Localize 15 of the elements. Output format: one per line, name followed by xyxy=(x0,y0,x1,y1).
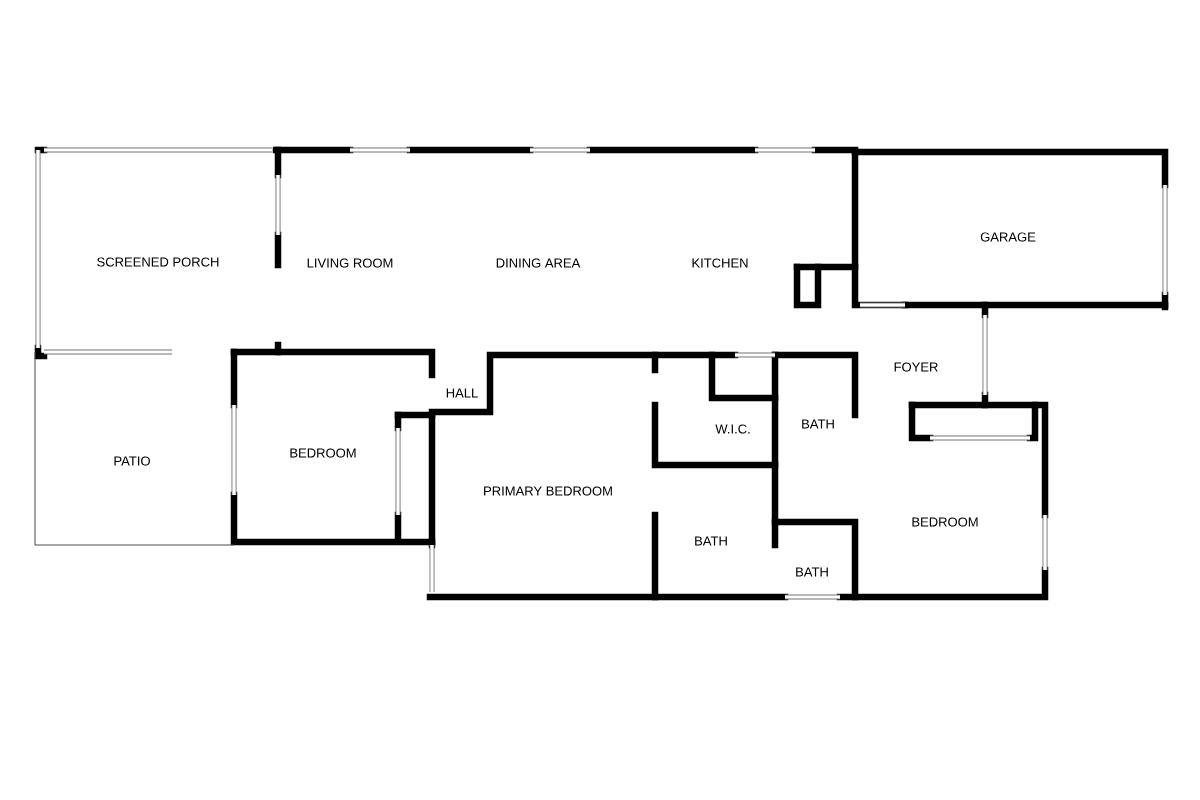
room-label: PRIMARY BEDROOM xyxy=(484,486,612,496)
room-label: PATIO xyxy=(114,456,150,466)
room-label: LIVING ROOM xyxy=(307,258,393,268)
room-label: BATH xyxy=(802,419,834,429)
room-label: SCREENED PORCH xyxy=(97,257,219,267)
room-label: FOYER xyxy=(894,362,938,372)
room-label: W.I.C. xyxy=(715,424,750,434)
room-label: BEDROOM xyxy=(912,517,978,527)
room-label: HALL xyxy=(446,388,478,398)
room-label: BATH xyxy=(796,567,828,577)
room-label: KITCHEN xyxy=(692,258,748,268)
room-label: DINING AREA xyxy=(496,258,581,268)
room-label: BEDROOM xyxy=(290,448,356,458)
room-label: GARAGE xyxy=(980,232,1036,242)
room-label: BATH xyxy=(695,536,727,546)
